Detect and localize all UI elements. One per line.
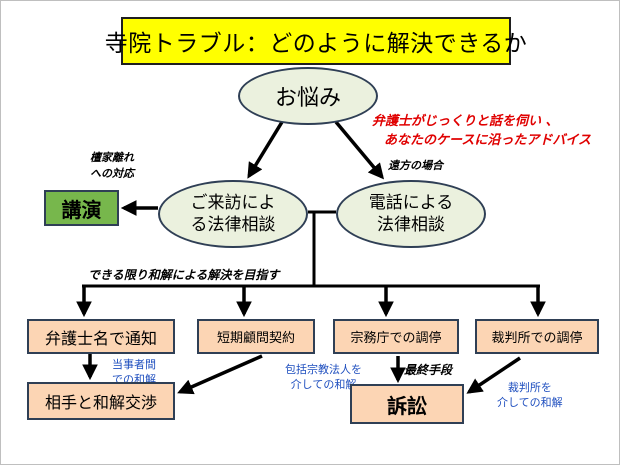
dispatch-line-2: への対応 (90, 167, 134, 180)
court-caption: 裁判所を 介しての和解 (497, 380, 563, 410)
worry-node: お悩み (238, 67, 378, 125)
phone-consultation-node: 電話による 法律相談 (336, 180, 486, 248)
remote-note: 遠方の場合 (388, 159, 443, 172)
arrow-court-to-suit (466, 356, 521, 394)
aim-note: できる限り和解による解決を目指す (88, 268, 280, 282)
shrine-mediation-node: 宗務庁での調停 (333, 319, 459, 354)
short-contract-node: 短期顧問契約 (197, 319, 315, 354)
worry-label: お悩み (274, 86, 341, 111)
arrow-worry-to-visit (247, 121, 284, 179)
dispatch-note: 檀家離れ への対応 (90, 150, 134, 182)
advice-line-2: あなたのケースに沿ったアドバイス (384, 133, 591, 148)
religious-line-1: 包括宗教法人を (285, 363, 362, 376)
page-title: 寺院トラブル：どのように解決できるか (105, 17, 527, 65)
court-line-1: 裁判所を (507, 381, 552, 394)
dispatch-line-1: 檀家離れ (90, 151, 134, 164)
advice-note: 弁護士がじっくりと話を伺い 、 あなたのケースに沿ったアドバイス (372, 112, 591, 150)
court-line-2: 介しての和解 (497, 396, 563, 409)
lawsuit-node: 訴訟 (350, 384, 464, 424)
phone-line-2: 法律相談 (377, 215, 445, 235)
arrow-short-to-settle (177, 354, 263, 395)
religious-caption: 包括宗教法人を 介しての和解 (285, 362, 362, 392)
court-mediation-node: 裁判所での調停 (475, 319, 599, 354)
visit-line-2: る法律相談 (190, 215, 276, 235)
last-resort-note: 最終手段 (404, 363, 453, 377)
phone-line-1: 電話による (368, 193, 454, 213)
arrow-worry-to-phone (334, 120, 385, 180)
visit-line-1: ご来訪によ (190, 193, 276, 213)
settlement-node: 相手と和解交渉 (27, 382, 175, 420)
lecture-node: 講演 (44, 190, 119, 226)
visit-consultation-node: ご来訪によ る法律相談 (158, 180, 308, 248)
notice-node: 弁護士名で通知 (27, 319, 175, 354)
religious-line-2: 介しての和解 (290, 378, 357, 391)
parties-line-1: 当事者間 (112, 358, 156, 371)
advice-line-1: 弁護士がじっくりと話を伺い 、 (372, 114, 559, 129)
